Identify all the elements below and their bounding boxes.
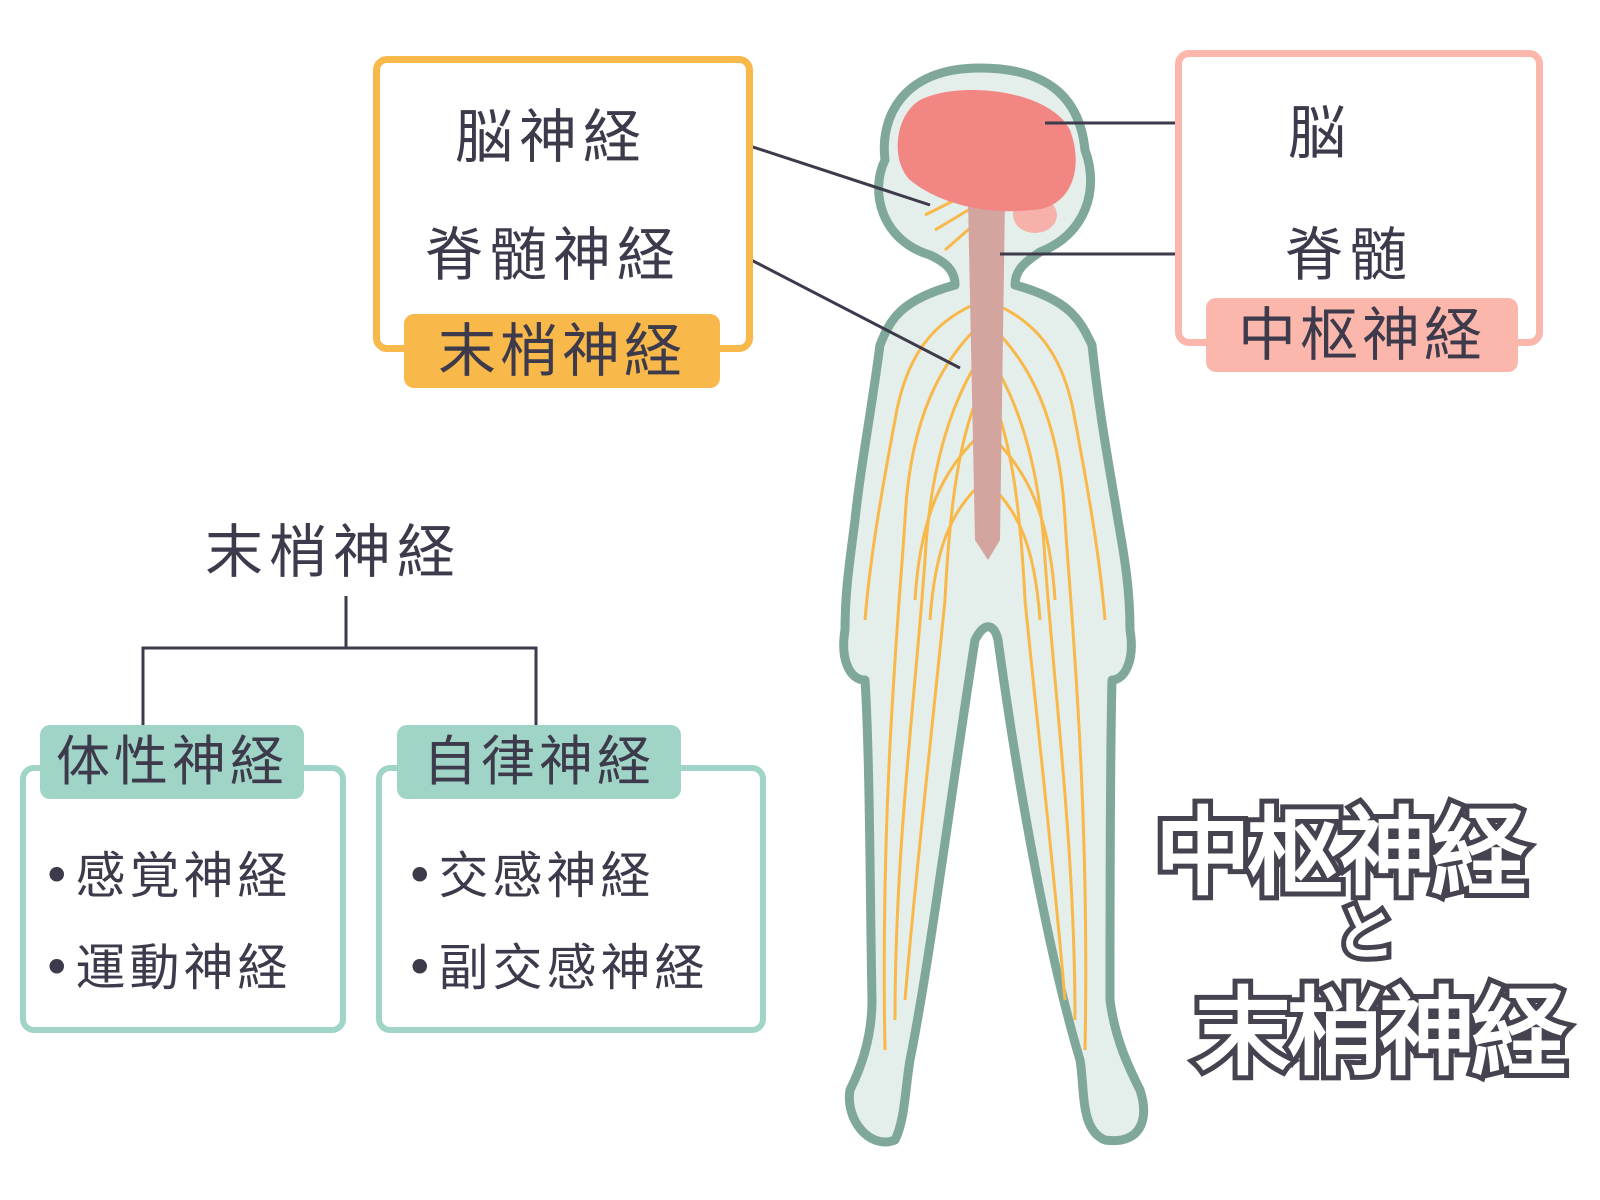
cranial-nerve-label: 脳神経 [455, 103, 648, 171]
parasympathetic-nerve-item: •副交感神経 [405, 928, 709, 1000]
spinal-cord-label: 脊髄 [1285, 221, 1414, 289]
title-connector: と [1330, 894, 1400, 974]
body-silhouette [839, 63, 1149, 1147]
central-nerve-tag: 中枢神経 [1206, 298, 1518, 372]
somatic-nerve-box [20, 765, 346, 1033]
bullet: • [405, 847, 439, 905]
tree-root-label: 末梢神経 [205, 518, 462, 586]
sympathetic-nerve-item: •交感神経 [405, 836, 655, 908]
motor-nerve-item: •運動神経 [42, 928, 292, 1000]
title-line2: 末梢神経 [1190, 972, 1572, 1094]
autonomic-nerve-tag: 自律神経 [397, 725, 681, 799]
item-text: 運動神経 [75, 939, 292, 997]
bullet: • [42, 939, 76, 997]
item-text: 副交感神経 [438, 939, 709, 997]
central-nerve-box [1175, 50, 1543, 346]
brain-and-spinal-cord [897, 90, 1076, 560]
somatic-nerve-tag: 体性神経 [40, 725, 304, 799]
bullet: • [42, 847, 76, 905]
title-line1: 中枢神経 [1150, 792, 1532, 914]
spinal-nerve-label: 脊髄神経 [425, 221, 682, 289]
peripheral-nerve-tag: 末梢神経 [404, 314, 720, 388]
brain-label: 脳 [1288, 99, 1353, 167]
peripheral-nerve-box [373, 56, 753, 352]
bullet: • [405, 939, 439, 997]
item-text: 感覚神経 [75, 847, 292, 905]
item-text: 交感神経 [438, 847, 655, 905]
sensory-nerve-item: •感覚神経 [42, 836, 292, 908]
tree-connectors [141, 596, 538, 725]
